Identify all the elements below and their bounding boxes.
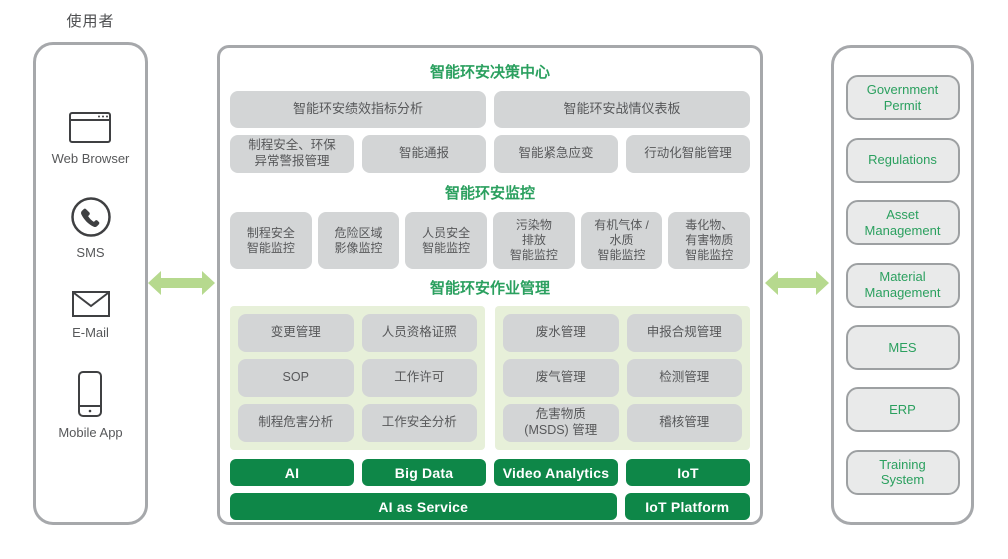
user-channel-label: SMS — [76, 245, 105, 260]
module-box: 变更管理 — [238, 314, 354, 352]
module-box: 智能通报 — [362, 135, 486, 173]
external-system-box: Government Permit — [845, 75, 960, 121]
left-flow-arrow — [148, 271, 215, 295]
module-box: 智能环安绩效指标分析 — [230, 91, 486, 128]
module-box: 有机气体 / 水质 智能监控 — [580, 212, 663, 269]
module-box: 智能环安战情仪表板 — [494, 91, 750, 128]
module-box: 污染物 排放 智能监控 — [493, 212, 575, 269]
module-box: 危险区域 影像监控 — [317, 212, 400, 269]
tech-box: Video Analytics — [494, 459, 618, 486]
operations-section: 变更管理 人员资格证照 SOP 工作许可 制程危害分析 工作安全分析 废水管理 … — [230, 306, 750, 450]
tech-box: IoT — [626, 459, 750, 486]
module-box: 制程安全、环保 异常警报管理 — [230, 135, 354, 173]
tech-row-2: AI as Service IoT Platform — [230, 493, 750, 520]
decision-row-2: 制程安全、环保 异常警报管理 智能通报 智能紧急应变 行动化智能管理 — [230, 135, 750, 173]
tech-box: IoT Platform — [624, 493, 750, 520]
user-channel-email: E-Mail — [71, 290, 111, 340]
external-system-box: Regulations — [845, 137, 960, 183]
browser-icon — [68, 111, 112, 144]
email-icon — [71, 290, 111, 318]
module-box: 毒化物、 有害物质 智能监控 — [668, 212, 751, 269]
module-box: 工作安全分析 — [361, 404, 477, 442]
module-box: 智能紧急应变 — [494, 135, 618, 173]
monitoring-title: 智能环安监控 — [444, 185, 535, 202]
right-flow-arrow — [765, 271, 829, 295]
decision-row-1: 智能环安绩效指标分析 智能环安战情仪表板 — [230, 91, 750, 128]
phone-icon — [70, 196, 112, 238]
module-box: 工作许可 — [361, 359, 477, 397]
user-channel-label: E-Mail — [72, 325, 109, 340]
external-system-box: Training System — [845, 449, 960, 495]
module-box: 废气管理 — [503, 359, 619, 397]
external-system-box: Material Management — [845, 262, 960, 308]
module-box: 制程危害分析 — [238, 404, 354, 442]
module-box: 人员安全 智能监控 — [405, 212, 488, 269]
user-channel-label: Web Browser — [51, 151, 130, 166]
module-box: 检测管理 — [626, 359, 742, 397]
external-system-box: MES — [845, 324, 960, 370]
tech-box: AI as Service — [230, 493, 617, 520]
external-system-box: ERP — [845, 387, 960, 433]
module-box: 行动化智能管理 — [626, 135, 750, 173]
user-channel-label: Mobile App — [58, 425, 123, 440]
tech-box: AI — [230, 459, 354, 486]
tech-row-1: AI Big Data Video Analytics IoT — [230, 459, 750, 486]
module-box: SOP — [238, 359, 354, 397]
module-box: 危害物质 (MSDS) 管理 — [503, 404, 619, 442]
users-panel: Web Browser SMS E-Mail — [33, 42, 148, 525]
module-box: 制程安全 智能监控 — [230, 212, 312, 269]
monitoring-row: 制程安全 智能监控 危险区域 影像监控 人员安全 智能监控 污染物 排放 智能监… — [230, 212, 751, 269]
mobile-icon — [76, 370, 104, 418]
external-system-box: Asset Management — [845, 200, 960, 246]
module-box: 申报合规管理 — [626, 314, 742, 352]
external-systems-panel: Government Permit Regulations Asset Mana… — [831, 45, 974, 525]
user-channel-web-browser: Web Browser — [51, 111, 130, 166]
user-channel-mobile-app: Mobile App — [58, 370, 123, 440]
users-section-title: 使用者 — [66, 13, 115, 30]
module-box: 废水管理 — [503, 314, 619, 352]
operations-group-right: 废水管理 申报合规管理 废气管理 检测管理 危害物质 (MSDS) 管理 稽核管… — [495, 306, 750, 450]
module-box: 稽核管理 — [626, 404, 742, 442]
main-system-panel: 智能环安决策中心 智能环安绩效指标分析 智能环安战情仪表板 制程安全、环保 异常… — [217, 45, 763, 525]
operations-group-left: 变更管理 人员资格证照 SOP 工作许可 制程危害分析 工作安全分析 — [230, 306, 485, 450]
module-box: 人员资格证照 — [361, 314, 477, 352]
user-channel-sms: SMS — [70, 196, 112, 260]
decision-center-title: 智能环安决策中心 — [429, 64, 550, 81]
tech-box: Big Data — [362, 459, 486, 486]
operations-title: 智能环安作业管理 — [429, 280, 550, 297]
